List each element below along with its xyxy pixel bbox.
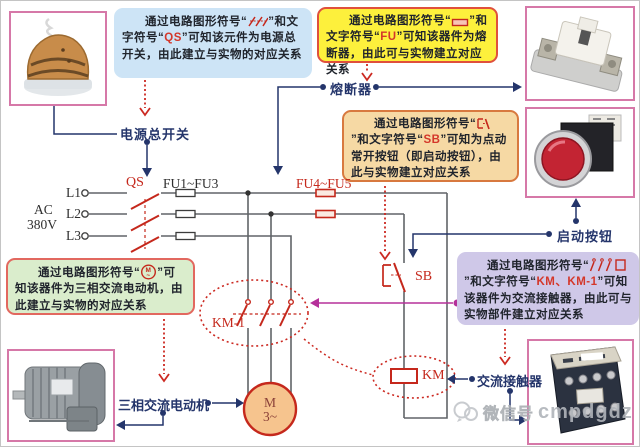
km1-km-dotted-link: [303, 338, 374, 376]
fuse-fu1-fu3-symbols: [175, 188, 196, 241]
km-callout-code: KM、KM-1: [536, 276, 598, 289]
l3-label: L3: [66, 228, 81, 243]
qs-symbol-inline-icon: [248, 16, 269, 27]
power-switch-label: 电源总开关: [120, 127, 191, 142]
power-wires: [89, 192, 448, 419]
sb-callout-text-mid: ”和文字符号“: [351, 134, 424, 147]
motor-label: 三相交流电动机: [118, 398, 210, 413]
sb-symbol-label: SB: [415, 269, 433, 284]
fuse-label: 熔断器: [330, 82, 373, 97]
pushbutton-image: [534, 114, 622, 188]
qs-symbol-label: QS: [126, 175, 144, 190]
qs-switch-symbol: [130, 193, 160, 253]
supply-terminals: [81, 189, 89, 240]
dashed-callout-arrows: [144, 64, 506, 374]
annotation-arrowheads: [116, 82, 581, 430]
km-callout-pointer: [310, 298, 461, 308]
motor-photo: [7, 349, 115, 442]
fu-callout-text-mid: ”和文字符号“: [326, 15, 488, 44]
annotation-lines: [53, 86, 577, 426]
sb-callout-text-post: ”可知为点动常开按钮（即启动按钮），由此与实物建立对应关系: [351, 134, 507, 179]
km-symbol-inline-icon: [590, 258, 626, 272]
svg-text:M: M: [146, 267, 152, 274]
km-callout-text-pre: 通过电路图形符号“: [487, 260, 590, 272]
motor-m-label: M: [263, 395, 276, 410]
fu-callout-text-post: ”可知该器件为熔断器，由此可与实物建立对应关系: [326, 31, 487, 76]
fu-callout: 通过电路图形符号“”和文字符号“FU”可知该器件为熔断器，由此可与实物建立对应关…: [317, 7, 498, 76]
fu-callout-text-pre: 通过电路图形符号“: [349, 15, 452, 27]
l2-label: L2: [66, 206, 81, 221]
fuse-photo: [525, 6, 635, 101]
qs-callout: 通过电路图形符号“”和文字符号“QS”可知该元件为电源总开关，由此建立与实物的对…: [114, 8, 312, 78]
start-button-label: 启动按钮: [557, 229, 614, 244]
motor-symbol-inline-icon: M~: [141, 264, 157, 280]
km1-highlight-ellipse: [199, 279, 309, 347]
motor-callout: 通过电路图形符号“M~”可知该器件为三相交流电动机，由此建立与实物的对应关系: [6, 258, 195, 315]
km1-contacts-symbol: [233, 299, 301, 327]
sb-callout: 通过电路图形符号“ ”和文字符号“SB”可知为点动常开按钮（即启动按钮），由此与实…: [342, 110, 519, 182]
contactor-label: 交流接触器: [477, 374, 543, 389]
ac-label: AC: [34, 202, 53, 217]
motor-image: [12, 362, 106, 432]
motor-symbol: [242, 381, 298, 437]
watermark: 微信号 cmpdgdz: [453, 400, 633, 424]
fu45-symbol-label: FU4~FU5: [296, 176, 352, 191]
km-symbol-label: KM: [422, 368, 445, 383]
wechat-bubbles-icon: [453, 401, 478, 422]
sb-callout-text-pre: 通过电路图形符号“: [374, 118, 477, 130]
km-coil-symbol: [390, 368, 418, 384]
km-callout-text-mid: ”和文字符号“: [464, 276, 537, 289]
sb-symbol-inline-icon: [477, 118, 491, 130]
km-callout: 通过电路图形符号“ ”和文字符号“KM、KM-1”可知该器件为交流接触器，由此可与…: [457, 252, 639, 325]
qs-callout-text-pre: 通过电路图形符号“: [145, 16, 248, 28]
knife-switch-image: [24, 17, 92, 96]
sb-pushbutton-symbol: [382, 262, 406, 293]
junction-dots: [245, 190, 274, 217]
annotation-dots: [144, 84, 579, 416]
dashed-arrowheads: [139, 72, 511, 383]
watermark-app: 微信号: [483, 406, 535, 424]
fu13-symbol-label: FU1~FU3: [163, 176, 219, 191]
fuse-image: [530, 16, 623, 92]
watermark-id: cmpdgdz: [538, 400, 633, 423]
km1-symbol-label: KM-1: [212, 315, 245, 330]
qs-callout-text-mid: ”和文字符号“: [122, 16, 299, 45]
l1-label: L1: [66, 185, 81, 200]
knife-switch-photo: [9, 11, 107, 106]
motor-callout-text-post: ”可知该器件为三相交流电动机，由此建立与实物的对应关系: [15, 267, 183, 312]
voltage-label: 380V: [27, 217, 57, 232]
fu-symbol-inline-icon: [452, 18, 469, 27]
qs-callout-code: QS: [164, 32, 182, 45]
sb-callout-code: SB: [423, 134, 441, 147]
contactor-photo: [527, 339, 634, 445]
km-callout-text-post: ”可知该器件为交流接触器，由此可与实物部件建立对应关系: [464, 276, 632, 321]
motor-3ph-label: 3~: [262, 409, 278, 424]
fu-callout-code: FU: [380, 31, 397, 44]
contactor-image: [550, 346, 626, 434]
fuse-fu4-fu5-symbols: [315, 188, 336, 219]
svg-text:~: ~: [147, 273, 151, 280]
pushbutton-photo: [525, 107, 635, 198]
qs-callout-text-post: ”可知该元件为电源总开关，由此建立与实物的对应关系: [122, 32, 302, 61]
motor-callout-text-pre: 通过电路图形符号“: [38, 267, 141, 279]
